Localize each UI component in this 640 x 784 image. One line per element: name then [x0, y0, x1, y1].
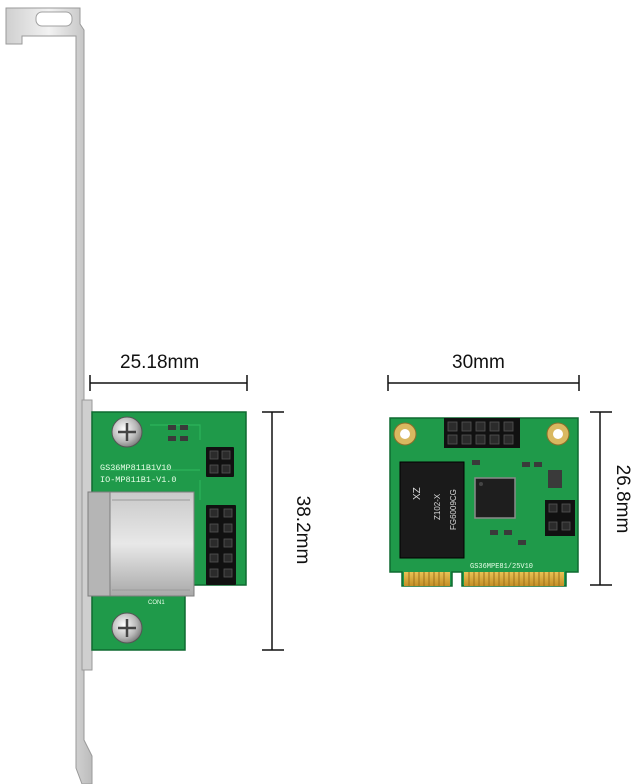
dimension-riser-height: 38.2mm [292, 495, 313, 565]
dimension-riser-width: 25.18mm [120, 352, 200, 373]
silkscreen-line1: GS36MP811B1V10 [100, 463, 171, 473]
screw-bottom [111, 612, 143, 644]
smd-part [534, 462, 542, 467]
silkscreen-con: CON1 [148, 600, 165, 606]
rj45-jack [87, 491, 195, 597]
smd-part [548, 470, 562, 488]
smd-part [180, 436, 188, 441]
smd-part [168, 436, 176, 441]
smd-part [180, 425, 188, 430]
gold-fingers [404, 572, 564, 586]
bracket-slot [35, 11, 73, 27]
card-silkscreen: GS36MPE81/25V10 [470, 563, 533, 571]
dimension-card-height: 26.8mm [612, 464, 633, 534]
smd-part [504, 530, 512, 535]
dimension-line-riser-height [262, 411, 284, 651]
smd-part [522, 462, 530, 467]
smd-part [518, 540, 526, 545]
card-header-top [444, 418, 520, 448]
pci-bracket [5, 7, 93, 784]
dimension-line-card-height [590, 411, 612, 586]
header-small [206, 447, 234, 477]
riser-board: GS36MP811B1V10 IO-MP811B1-V1.0 [87, 411, 247, 651]
card-header-side [545, 500, 575, 536]
lan-controller-ic [474, 477, 516, 519]
smd-part [490, 530, 498, 535]
dimension-line-riser-width [89, 375, 248, 391]
smd-part [472, 460, 480, 465]
chip-brand: XZ [412, 487, 423, 500]
screw-top [111, 416, 143, 448]
silkscreen-line2: IO-MP811B1-V1.0 [100, 475, 177, 485]
header-large [206, 505, 236, 585]
magnetics-chip: XZ Z102-X FG6009CG [399, 461, 465, 559]
dimension-line-card-width [387, 375, 580, 391]
smd-part [168, 425, 176, 430]
chip-part: FG6009CG [449, 489, 458, 530]
dimension-card-width: 30mm [452, 352, 505, 373]
minipcie-card: XZ Z102-X FG6009CG GS36MPE81/25V10 [389, 417, 579, 587]
chip-model: Z102-X [433, 493, 442, 520]
